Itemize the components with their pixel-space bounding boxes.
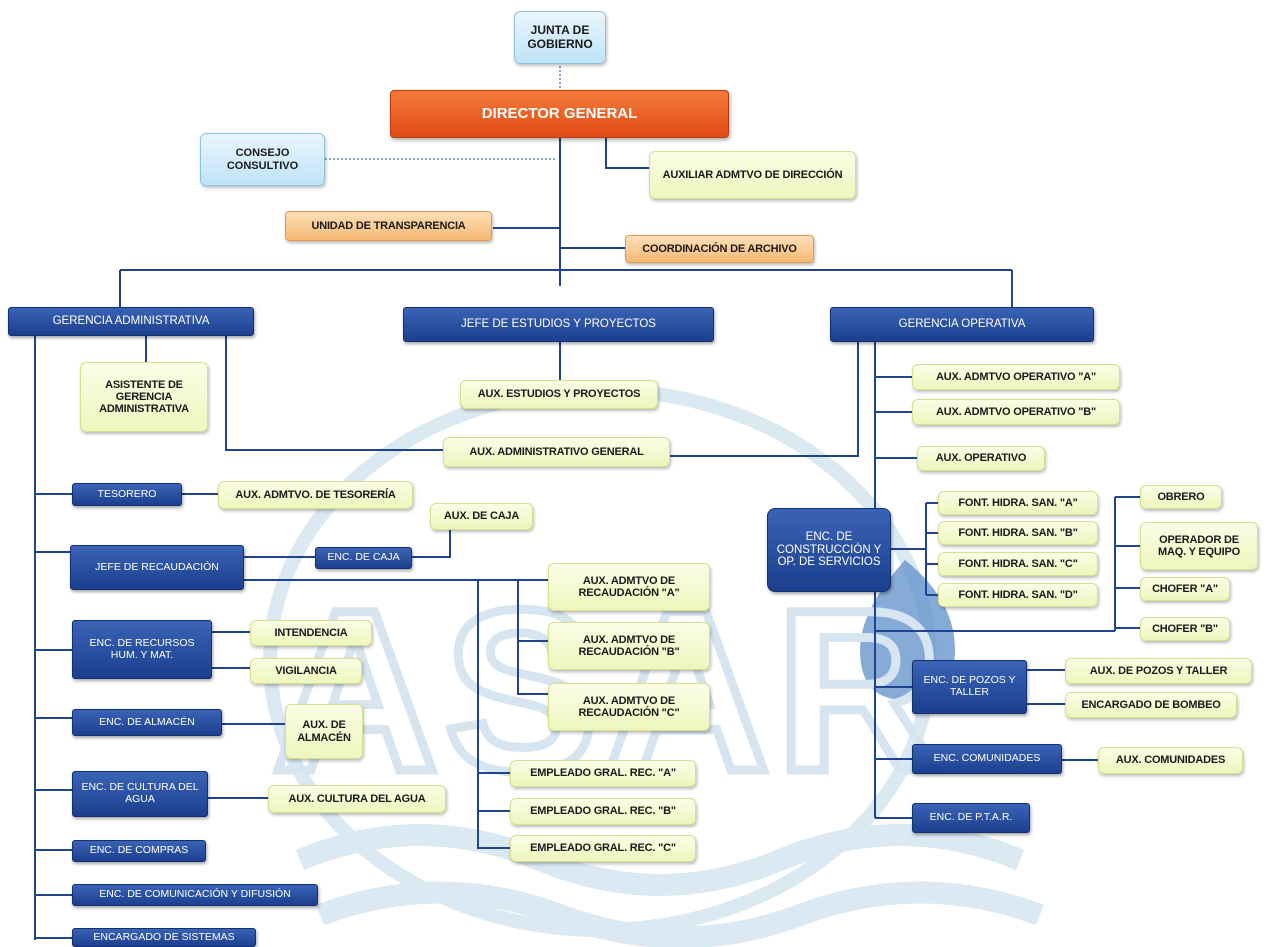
vigilancia-box: VIGILANCIA — [250, 658, 362, 684]
gerencia-operativa-box: GERENCIA OPERATIVA — [830, 307, 1094, 342]
obrero-box: OBRERO — [1140, 485, 1222, 509]
enc-pozos-box: ENC. DE POZOS Y TALLER — [912, 660, 1027, 714]
jefe-estudios-proyectos-box: JEFE DE ESTUDIOS Y PROYECTOS — [403, 307, 714, 342]
enc-ptar-box: ENC. DE P.T.A.R. — [912, 803, 1030, 833]
enc-almacen-box: ENC. DE ALMACÉN — [72, 709, 222, 736]
junta-de-gobierno-box: JUNTA DE GOBIERNO — [514, 11, 606, 64]
enc-comunicacion-box: ENC. DE COMUNICACIÓN Y DIFUSIÓN — [72, 884, 318, 906]
chofer-a-box: CHOFER "A" — [1140, 577, 1230, 601]
connector-line — [670, 342, 859, 457]
aux-almacen-box: AUX. DE ALMACÉN — [285, 704, 363, 759]
font-hidra-c-box: FONT. HIDRA. SAN. "C" — [938, 552, 1098, 576]
auxiliar-direccion-box: AUXILIAR ADMTVO DE DIRECCIÓN — [649, 151, 856, 199]
intendencia-box: INTENDENCIA — [250, 620, 372, 646]
enc-recursos-box: ENC. DE RECURSOS HUM. Y MAT. — [72, 620, 212, 679]
tesorero-box: TESORERO — [72, 483, 182, 506]
unidad-transparencia-box: UNIDAD DE TRANSPARENCIA — [285, 211, 492, 241]
enc-sistemas-box: ENCARGADO DE SISTEMAS — [72, 928, 256, 947]
consejo-consultivo-box: CONSEJO CONSULTIVO — [200, 133, 325, 186]
font-hidra-b-box: FONT. HIDRA. SAN. "B" — [938, 521, 1098, 545]
connector-line — [605, 137, 650, 169]
aux-pozos-box: AUX. DE POZOS Y TALLER — [1065, 658, 1252, 684]
enc-caja-box: ENC. DE CAJA — [315, 547, 412, 569]
aux-recaudacion-c-box: AUX. ADMTVO DE RECAUDACIÓN "C" — [548, 683, 710, 731]
connector-line — [517, 580, 548, 695]
empleado-rec-c-box: EMPLEADO GRAL. REC. "C" — [510, 835, 696, 862]
gerencia-administrativa-box: GERENCIA ADMINISTRATIVA — [8, 307, 254, 336]
director-general-box: DIRECTOR GENERAL — [390, 90, 729, 138]
enc-comunidades-box: ENC. COMUNIDADES — [912, 744, 1062, 774]
aux-recaudacion-b-box: AUX. ADMTVO DE RECAUDACIÓN "B" — [548, 622, 710, 670]
encargado-bombeo-box: ENCARGADO DE BOMBEO — [1065, 692, 1237, 718]
enc-compras-box: ENC. DE COMPRAS — [72, 840, 206, 862]
enc-construccion-box: ENC. DE CONSTRUCCIÓN Y OP. DE SERVICIOS — [767, 508, 891, 592]
empleado-rec-b-box: EMPLEADO GRAL. REC. "B" — [510, 798, 696, 825]
empleado-rec-a-box: EMPLEADO GRAL. REC. "A" — [510, 760, 696, 787]
font-hidra-a-box: FONT. HIDRA. SAN. "A" — [938, 491, 1098, 515]
aux-recaudacion-a-box: AUX. ADMTVO DE RECAUDACIÓN "A" — [548, 563, 710, 611]
connector-line — [225, 335, 443, 451]
connector-line — [412, 528, 451, 558]
aux-estudios-proyectos-box: AUX. ESTUDIOS Y PROYECTOS — [460, 380, 658, 409]
asistente-gerencia-box: ASISTENTE DE GERENCIA ADMINISTRATIVA — [80, 362, 208, 432]
enc-cultura-box: ENC. DE CULTURA DEL AGUA — [72, 771, 208, 817]
aux-administrativo-general-box: AUX. ADMINISTRATIVO GENERAL — [443, 437, 670, 467]
connector-line — [477, 580, 510, 849]
watermark-wave — [316, 881, 1044, 947]
aux-operativo-a-box: AUX. ADMTVO OPERATIVO "A" — [912, 364, 1120, 390]
aux-operativo-b-box: AUX. ADMTVO OPERATIVO "B" — [912, 399, 1120, 425]
aux-caja-box: AUX. DE CAJA — [430, 503, 533, 530]
aux-tesoreria-box: AUX. ADMTVO. DE TESORERÍA — [218, 481, 413, 509]
chofer-b-box: CHOFER "B" — [1140, 617, 1230, 641]
coordinacion-archivo-box: COORDINACIÓN DE ARCHIVO — [625, 235, 814, 263]
watermark-wave — [295, 824, 1025, 896]
aux-comunidades-box: AUX. COMUNIDADES — [1098, 747, 1243, 774]
aux-cultura-box: AUX. CULTURA DEL AGUA — [268, 785, 446, 813]
jefe-recaudacion-box: JEFE DE RECAUDACIÓN — [70, 545, 244, 590]
operador-box: OPERADOR DE MAQ. Y EQUIPO — [1140, 522, 1258, 570]
aux-operativo-box: AUX. OPERATIVO — [917, 446, 1045, 471]
font-hidra-d-box: FONT. HIDRA. SAN. "D" — [938, 583, 1098, 607]
